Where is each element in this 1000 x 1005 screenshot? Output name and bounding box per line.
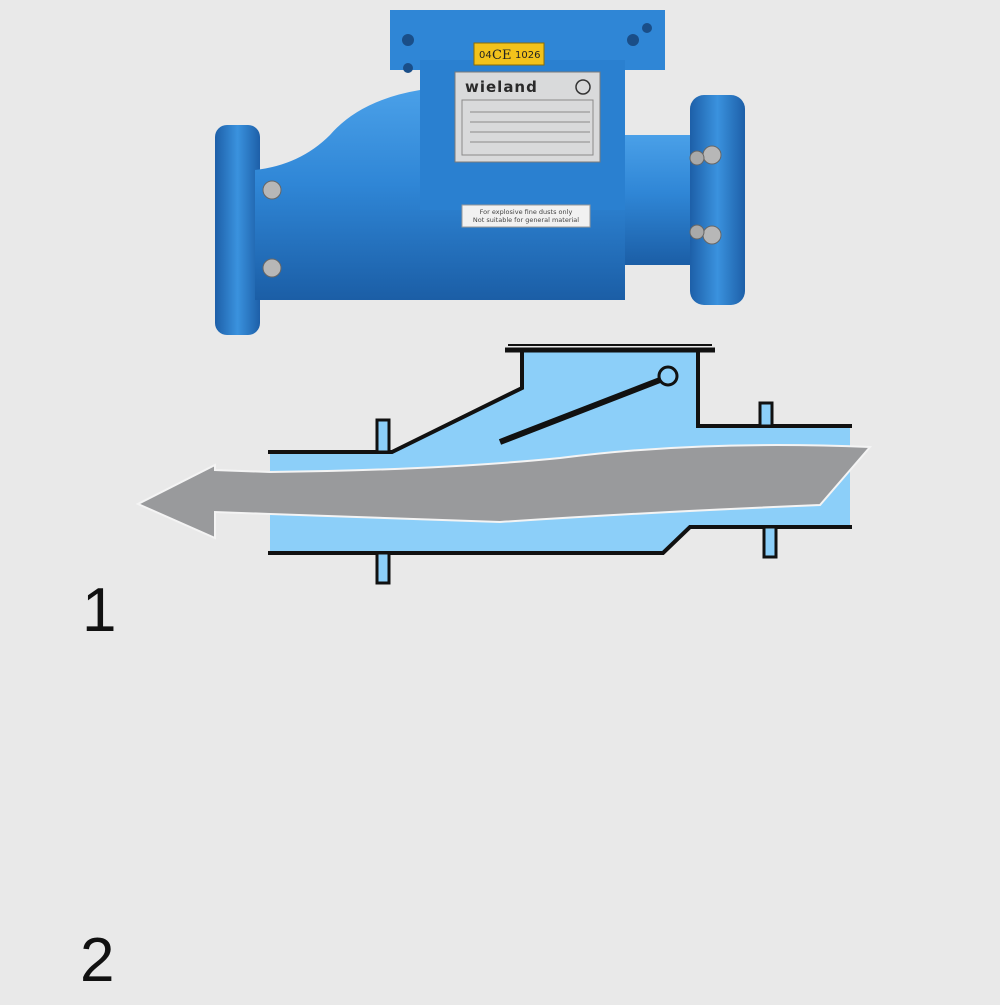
bolt [402,34,414,46]
ce-prefix: 04 [479,50,492,61]
bolt [689,150,705,166]
bolt [642,23,652,33]
housing-outline-right [696,350,852,428]
flap-hinge [657,365,679,387]
brand-logo-icon [575,79,591,95]
flange-stud [762,525,778,559]
flange-stud [375,418,391,454]
ce-marking: CE [492,48,511,63]
flange-stud [375,551,391,585]
step-label-1: 1 [82,576,117,645]
sticker-line-2: Not suitable for general material [473,216,579,224]
product-photo: 04 CE 1026 wieland For explosive fine du… [215,10,745,335]
plate-frame [461,99,594,156]
flange-stud [758,401,774,428]
flap-open [498,377,662,445]
gas-flow-arrow [135,444,873,540]
right-flange [690,95,745,305]
bolt [689,224,705,240]
housing-outline-left [268,350,524,454]
bolt [262,180,282,200]
warning-sticker [461,204,591,228]
bolt [702,225,722,245]
sticker-line-1: For explosive fine dusts only [480,208,573,216]
left-flange [215,125,260,335]
ce-number: 1026 [515,50,540,61]
diagram-1-normal-flow [135,344,873,585]
bolt [262,258,282,278]
step-label-2: 2 [80,926,115,995]
brand-logo-text: wieland [465,78,538,96]
bolt [702,145,722,165]
bolt [403,63,413,73]
ce-sticker [473,42,545,66]
bolt [627,34,639,46]
